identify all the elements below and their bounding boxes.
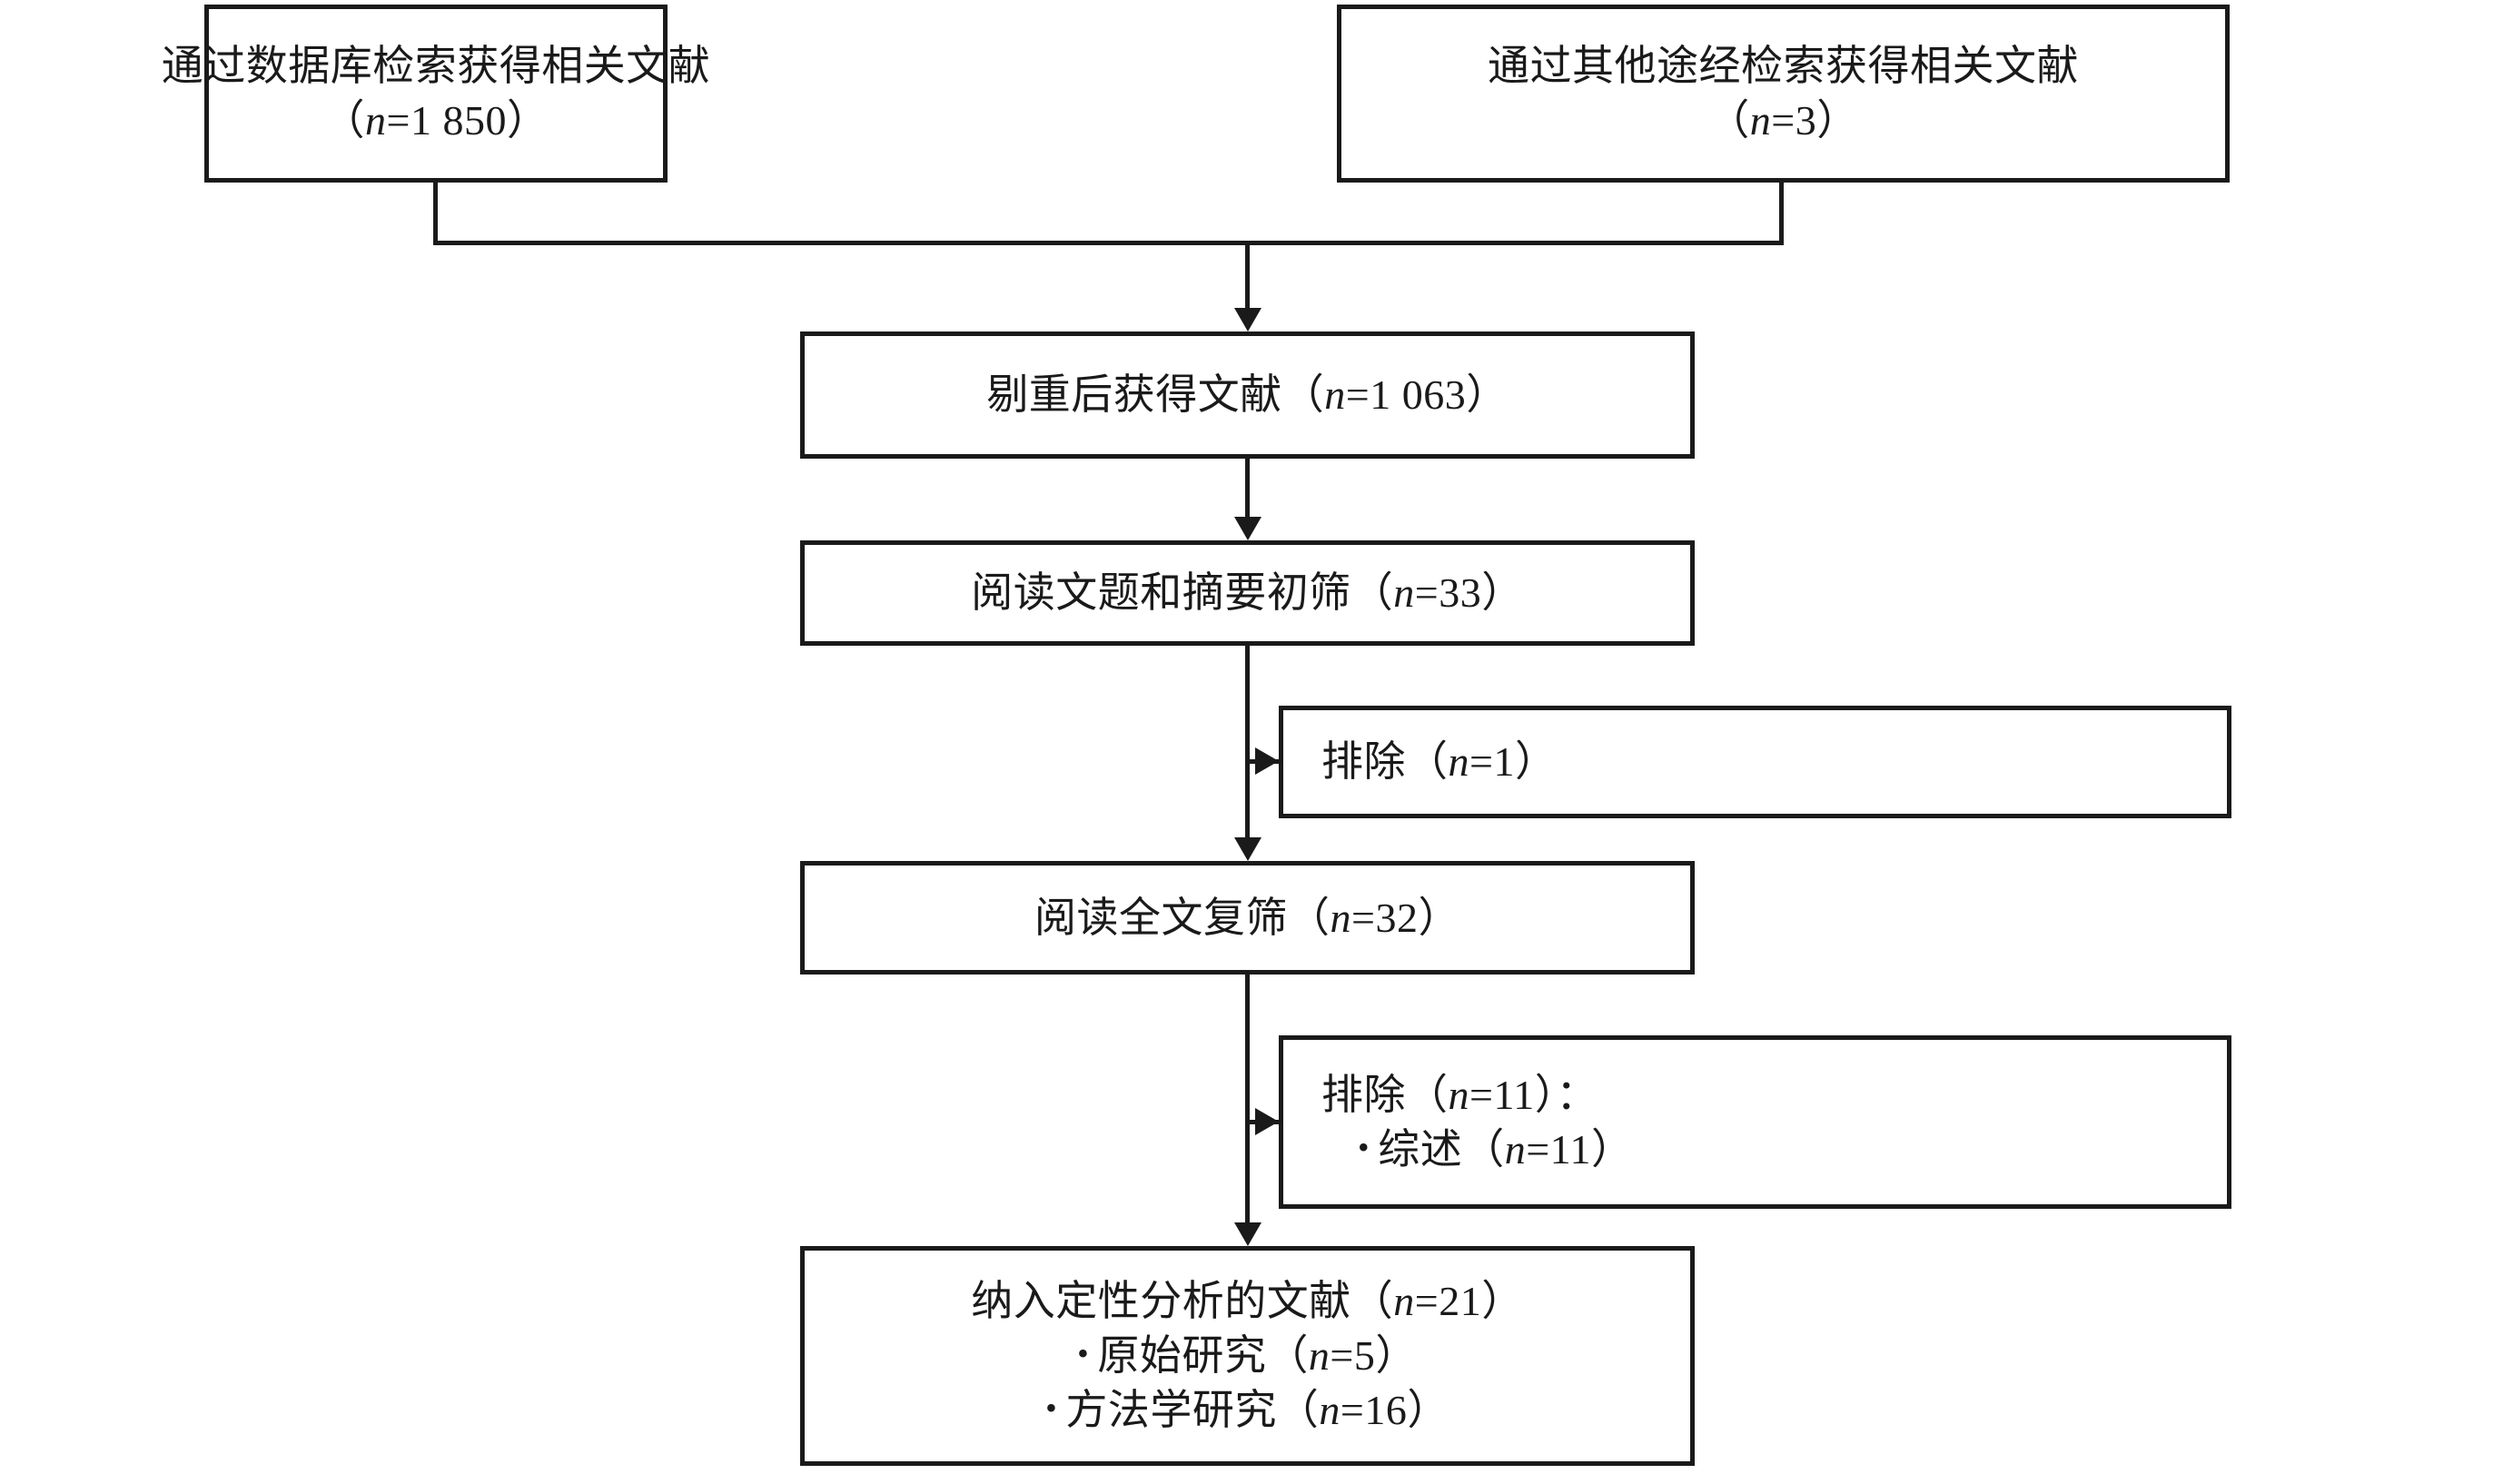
italic-n: n bbox=[1324, 371, 1346, 419]
text-before: 纳入定性分析的文献（ bbox=[971, 1278, 1394, 1325]
italic-n: n bbox=[1448, 1071, 1469, 1118]
count-value: =3 bbox=[1771, 97, 1817, 143]
text-after: =1 063） bbox=[1345, 371, 1509, 419]
box-excluded-second: 排除（n=11）： •综述（n=11） bbox=[1279, 1035, 2231, 1209]
arrowhead-to-excluded2-icon bbox=[1255, 1108, 1279, 1135]
screening2-text: 阅读全文复筛（n=32） bbox=[1034, 891, 1460, 945]
arrowhead-to-included-icon bbox=[1234, 1222, 1261, 1246]
box-other-search: 通过其他途经检索获得相关文献 （n=3） bbox=[1337, 5, 2230, 183]
text-before: 阅读文题和摘要初筛（ bbox=[971, 569, 1394, 617]
connector-merge-down bbox=[1245, 241, 1250, 321]
italic-n: n bbox=[1319, 1386, 1341, 1433]
text-before: 原始研究（ bbox=[1097, 1332, 1309, 1380]
italic-n: n bbox=[1330, 894, 1352, 941]
bullet-icon: • bbox=[1077, 1335, 1090, 1372]
text-before: 排除（ bbox=[1321, 1071, 1449, 1118]
connector-screening1-down bbox=[1245, 646, 1250, 850]
box-database-search: 通过数据库检索获得相关文献 （n=1 850） bbox=[162, 5, 710, 183]
included-item-methodological: •方法学研究（n=16） bbox=[1045, 1383, 1449, 1438]
text-after: =11）： bbox=[1469, 1071, 1598, 1118]
connector-deduplicated-down bbox=[1245, 459, 1250, 529]
database-search-count: （n=1 850） bbox=[323, 94, 549, 148]
text-before: 方法学研究（ bbox=[1065, 1386, 1320, 1433]
connector-screening2-down bbox=[1245, 974, 1250, 1235]
italic-n: n bbox=[1308, 1332, 1331, 1380]
connector-other-down bbox=[1779, 183, 1784, 244]
bullet-icon: • bbox=[1045, 1390, 1058, 1427]
excluded2-header: 排除（n=11）： bbox=[1283, 1068, 1598, 1123]
box-included-qualitative: 纳入定性分析的文献（n=21） •原始研究（n=5） •方法学研究（n=16） bbox=[800, 1246, 1695, 1466]
arrowhead-to-screening2-icon bbox=[1234, 837, 1261, 861]
arrowhead-to-screening1-icon bbox=[1234, 517, 1261, 540]
bullet-icon: • bbox=[1358, 1128, 1370, 1165]
box-deduplicated: 剔重后获得文献（n=1 063） bbox=[800, 331, 1695, 459]
text-before: 剔重后获得文献（ bbox=[986, 371, 1325, 419]
text-before: 排除（ bbox=[1321, 738, 1449, 786]
italic-n: n bbox=[365, 97, 387, 143]
italic-n: n bbox=[1393, 1278, 1415, 1325]
deduplicated-text: 剔重后获得文献（n=1 063） bbox=[986, 368, 1508, 422]
database-search-title: 通过数据库检索获得相关文献 bbox=[161, 43, 711, 90]
count-value: =1 850 bbox=[386, 97, 507, 143]
text-before: 综述（ bbox=[1378, 1125, 1505, 1172]
other-search-title: 通过其他途经检索获得相关文献 bbox=[1488, 43, 2079, 90]
text-after: =33） bbox=[1414, 569, 1524, 617]
italic-n: n bbox=[1448, 738, 1469, 786]
italic-n: n bbox=[1393, 569, 1415, 617]
paren-close: ） bbox=[1816, 97, 1859, 143]
arrowhead-to-deduplicated-icon bbox=[1234, 308, 1261, 331]
italic-n: n bbox=[1749, 97, 1772, 143]
screening1-text: 阅读文题和摘要初筛（n=33） bbox=[971, 566, 1523, 620]
text-before: 阅读全文复筛（ bbox=[1034, 894, 1331, 941]
connector-merge-horizontal bbox=[433, 241, 1784, 245]
text-after: =16） bbox=[1340, 1386, 1449, 1433]
text-after: =32） bbox=[1351, 894, 1460, 941]
included-item-primary: •原始研究（n=5） bbox=[1077, 1329, 1418, 1383]
box-screening-title-abstract: 阅读文题和摘要初筛（n=33） bbox=[800, 540, 1695, 646]
text-after: =5） bbox=[1330, 1332, 1418, 1380]
paren-open: （ bbox=[1707, 97, 1750, 143]
text-after: =1） bbox=[1469, 738, 1558, 786]
included-header: 纳入定性分析的文献（n=21） bbox=[971, 1274, 1523, 1329]
connector-database-down bbox=[433, 183, 438, 244]
excluded1-text: 排除（n=1） bbox=[1283, 735, 1557, 789]
box-excluded-first: 排除（n=1） bbox=[1279, 706, 2231, 818]
text-after: =21） bbox=[1414, 1278, 1524, 1325]
paren-close: ） bbox=[506, 97, 549, 143]
italic-n: n bbox=[1504, 1125, 1527, 1172]
arrowhead-to-excluded1-icon bbox=[1255, 747, 1279, 775]
excluded2-item: •综述（n=11） bbox=[1283, 1123, 1633, 1177]
box-screening-fulltext: 阅读全文复筛（n=32） bbox=[800, 861, 1695, 974]
paren-open: （ bbox=[322, 97, 366, 143]
other-search-count: （n=3） bbox=[1707, 94, 1858, 148]
text-after: =11） bbox=[1526, 1125, 1634, 1172]
